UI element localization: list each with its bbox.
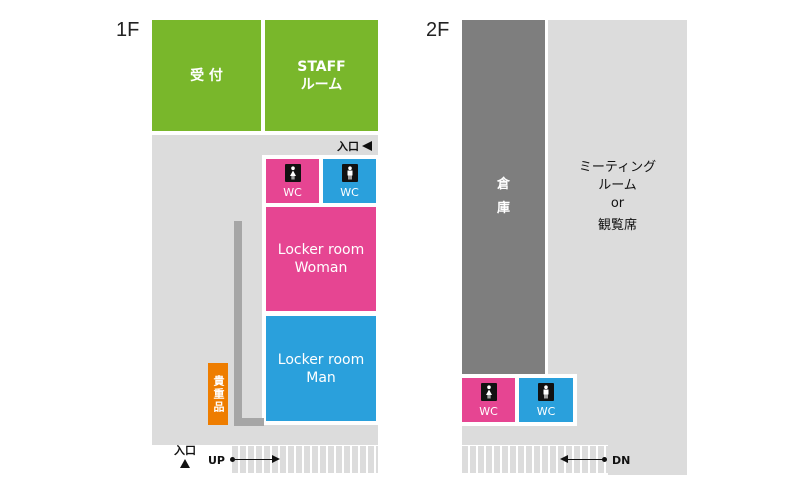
wc-men-2f-label: WC [536, 404, 556, 418]
reception-room[interactable]: 受 付 [152, 20, 261, 131]
partition-wall-vertical [234, 221, 242, 426]
stairs-dn-start-dot [602, 457, 607, 462]
stairs-up-line [234, 459, 274, 460]
storage-room[interactable]: 倉 庫 [462, 20, 545, 374]
entrance-top-label: 入口 [337, 140, 359, 153]
man-icon [341, 163, 358, 182]
partition-wall-horizontal [234, 418, 264, 426]
meeting-room-line4: 観覧席 [597, 218, 637, 233]
man-icon [538, 382, 554, 401]
meeting-room-line1: ミーティング [578, 160, 657, 175]
staff-room-label: STAFF ルーム [297, 58, 346, 93]
wc-women-1f-label: WC [283, 185, 302, 199]
stairs-up-start-dot [230, 457, 235, 462]
floor-2-plan: 倉 庫 ミーティング ルーム or 観覧席 WC WC DN [462, 20, 687, 475]
locker-room-woman[interactable]: Locker room Woman [266, 207, 376, 311]
entrance-bottom-label: 入口 [174, 444, 196, 457]
stairs-dn-arrow-icon [560, 455, 568, 463]
meeting-room-line2: ルーム [598, 178, 637, 193]
wc-women-1f[interactable]: WC [266, 159, 319, 203]
floor-1-label: 1F [116, 19, 140, 41]
entrance-bottom: 入口 [174, 442, 196, 468]
woman-icon [284, 163, 301, 182]
floor-1-plan: 受 付 STAFF ルーム 入口 WC WC Locker room Woman… [152, 20, 378, 475]
meeting-room[interactable]: ミーティング ルーム or 観覧席 [548, 20, 687, 374]
storage-label: 倉 庫 [496, 177, 510, 216]
locker-room-man[interactable]: Locker room Man [266, 316, 376, 421]
storage-divider [545, 20, 548, 374]
meeting-room-line3: or [610, 196, 625, 211]
stairs-dn-label: DN [612, 454, 631, 467]
stairs-up-arrow-icon [272, 455, 280, 463]
stairs-up-label: UP [208, 454, 225, 467]
staff-room[interactable]: STAFF ルーム [265, 20, 378, 131]
locker-room-woman-label: Locker room Woman [277, 242, 365, 276]
wc-men-1f[interactable]: WC [323, 159, 376, 203]
valuables-locker[interactable]: 貴重品 [208, 363, 228, 425]
wc-men-2f[interactable]: WC [519, 378, 573, 422]
entrance-arrow-left-icon [362, 141, 372, 151]
wc-women-2f[interactable]: WC [462, 378, 515, 422]
wc-women-2f-label: WC [479, 404, 498, 418]
floor-2-label: 2F [426, 19, 450, 41]
woman-icon [480, 382, 497, 401]
locker-room-man-label: Locker room Man [277, 351, 365, 386]
entrance-top: 入口 [337, 138, 372, 154]
wc-men-1f-label: WC [340, 185, 359, 199]
reception-label: 受 付 [190, 67, 223, 84]
valuables-label: 貴重品 [212, 374, 225, 414]
stairs-dn-line [566, 459, 604, 460]
entrance-arrow-up-icon [180, 459, 190, 468]
